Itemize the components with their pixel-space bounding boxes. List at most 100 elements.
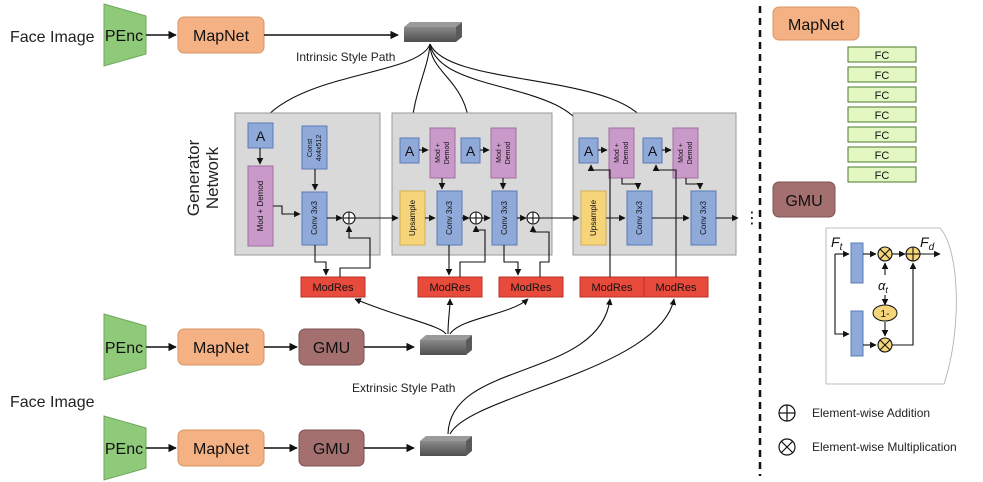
stage1-const-block: Const 4x4x512 bbox=[301, 125, 328, 170]
generator-label-line1: Generator bbox=[184, 139, 203, 216]
svg-text:Conv 3x3: Conv 3x3 bbox=[635, 201, 644, 235]
modres-block-1: ModRes bbox=[300, 276, 366, 298]
svg-text:Demod: Demod bbox=[623, 142, 630, 165]
stage2-upsample-block: Upsample bbox=[399, 190, 426, 246]
gmu-block-bottom: GMU bbox=[298, 429, 365, 467]
fc-layer: FC bbox=[847, 106, 917, 123]
svg-text:Demod: Demod bbox=[444, 142, 451, 165]
residual-connections bbox=[314, 164, 677, 277]
continuation-dots: ⋮ bbox=[744, 210, 760, 227]
svg-text:FC: FC bbox=[875, 170, 890, 182]
penc-block-top: PEnc bbox=[103, 3, 147, 67]
stage2-a-block-2: A bbox=[460, 137, 481, 164]
stage2-conv-block-2: Conv 3x3 bbox=[491, 190, 518, 246]
stage2-mod-demod-2: Mod + Demod bbox=[490, 127, 517, 179]
svg-text:1-: 1- bbox=[881, 309, 890, 320]
stage3-upsample-block: Upsample bbox=[580, 190, 607, 246]
svg-text:A: A bbox=[405, 143, 415, 159]
mapnet-block-middle: MapNet bbox=[177, 328, 265, 366]
fc-layer: FC bbox=[847, 166, 917, 183]
fc-layer: FC bbox=[847, 66, 917, 83]
style-tensor-bottom bbox=[420, 436, 472, 456]
modres-block-5: ModRes bbox=[643, 276, 709, 298]
addition-icon bbox=[778, 404, 796, 422]
svg-text:FC: FC bbox=[875, 130, 890, 142]
svg-text:Conv 3x3: Conv 3x3 bbox=[445, 201, 454, 235]
svg-text:FC: FC bbox=[875, 150, 890, 162]
svg-text:Ft: Ft bbox=[831, 234, 844, 253]
svg-text:MapNet: MapNet bbox=[193, 441, 250, 458]
extrinsic-curves bbox=[447, 298, 677, 435]
svg-text:PEnc: PEnc bbox=[105, 28, 143, 45]
svg-text:A: A bbox=[466, 143, 476, 159]
svg-text:GMU: GMU bbox=[785, 193, 822, 210]
svg-text:MapNet: MapNet bbox=[788, 17, 845, 34]
svg-text:Const: Const bbox=[307, 139, 314, 157]
svg-text:A: A bbox=[584, 143, 594, 159]
stage3-a-block-2: A bbox=[642, 137, 663, 164]
svg-text:ModRes: ModRes bbox=[313, 282, 354, 294]
mapnet-block-top: MapNet bbox=[177, 16, 265, 54]
legend-addition-label: Element-wise Addition bbox=[812, 406, 930, 420]
svg-text:MapNet: MapNet bbox=[193, 28, 250, 45]
stage2-add-op-1 bbox=[469, 211, 483, 225]
stage2-conv-block-1: Conv 3x3 bbox=[436, 190, 463, 246]
stage1-a-block: A bbox=[247, 122, 274, 149]
penc-block-middle: PEnc bbox=[103, 313, 147, 381]
modres-block-3: ModRes bbox=[498, 276, 564, 298]
svg-text:A: A bbox=[256, 128, 266, 144]
mapnet-block-bottom: MapNet bbox=[177, 429, 265, 467]
svg-text:4x4x512: 4x4x512 bbox=[316, 135, 323, 162]
legend-gmu-block: GMU bbox=[772, 181, 836, 218]
gmu-block-middle: GMU bbox=[298, 328, 365, 366]
svg-text:FC: FC bbox=[875, 50, 890, 62]
face-image-label-bottom: Face Image bbox=[10, 394, 95, 411]
fc-layer: FC bbox=[847, 146, 917, 163]
stage2-mod-demod-1: Mod + Demod bbox=[429, 127, 456, 179]
stage1-add-op bbox=[342, 211, 356, 225]
intrinsic-style-path-label: Intrinsic Style Path bbox=[296, 50, 395, 64]
stage3-conv-block-2: Conv 3x3 bbox=[690, 190, 717, 246]
svg-text:ModRes: ModRes bbox=[656, 282, 697, 294]
intrinsic-style-tensor bbox=[404, 22, 462, 42]
stage1-conv-block: Conv 3x3 bbox=[301, 191, 328, 246]
svg-text:ModRes: ModRes bbox=[592, 282, 633, 294]
stage3-mod-demod-2: Mod + Demod bbox=[672, 127, 699, 179]
svg-text:Demod: Demod bbox=[687, 142, 694, 165]
legend-mapnet-block: MapNet bbox=[772, 6, 860, 41]
modres-block-4: ModRes bbox=[579, 276, 645, 298]
svg-text:Upsample: Upsample bbox=[589, 199, 598, 236]
gmu-detail: Ft Fd αt 1- bbox=[825, 227, 957, 385]
svg-text:Mod + Demod: Mod + Demod bbox=[256, 181, 265, 231]
style-tensor-middle bbox=[420, 335, 472, 355]
stage3-conv-block-1: Conv 3x3 bbox=[626, 190, 653, 246]
modres-block-2: ModRes bbox=[417, 276, 483, 298]
middle-style-curves bbox=[354, 298, 529, 335]
svg-text:A: A bbox=[648, 143, 658, 159]
fc-layer: FC bbox=[847, 46, 917, 63]
extrinsic-style-path-label: Extrinsic Style Path bbox=[352, 381, 455, 395]
legend-multiplication-label: Element-wise Multiplication bbox=[812, 440, 957, 454]
penc-block-bottom: PEnc bbox=[103, 415, 147, 481]
svg-text:αt: αt bbox=[878, 278, 888, 295]
svg-text:Conv 3x3: Conv 3x3 bbox=[500, 201, 509, 235]
svg-text:Mod +: Mod + bbox=[678, 143, 685, 163]
svg-text:Mod +: Mod + bbox=[496, 143, 503, 163]
svg-text:PEnc: PEnc bbox=[105, 441, 143, 458]
stage3-mod-demod-1: Mod + Demod bbox=[608, 127, 635, 179]
svg-text:FC: FC bbox=[875, 90, 890, 102]
face-image-label-top: Face Image bbox=[10, 29, 95, 46]
svg-text:Upsample: Upsample bbox=[408, 199, 417, 236]
multiplication-icon bbox=[778, 438, 796, 456]
generator-label-line2: Network bbox=[203, 146, 222, 209]
svg-text:PEnc: PEnc bbox=[105, 340, 143, 357]
svg-text:Mod +: Mod + bbox=[435, 143, 442, 163]
svg-text:Fd: Fd bbox=[920, 234, 935, 253]
svg-text:Demod: Demod bbox=[505, 142, 512, 165]
fc-layer: FC bbox=[847, 126, 917, 143]
stage2-a-block-1: A bbox=[399, 137, 420, 164]
svg-text:GMU: GMU bbox=[313, 340, 350, 357]
svg-text:FC: FC bbox=[875, 110, 890, 122]
svg-text:ModRes: ModRes bbox=[511, 282, 552, 294]
